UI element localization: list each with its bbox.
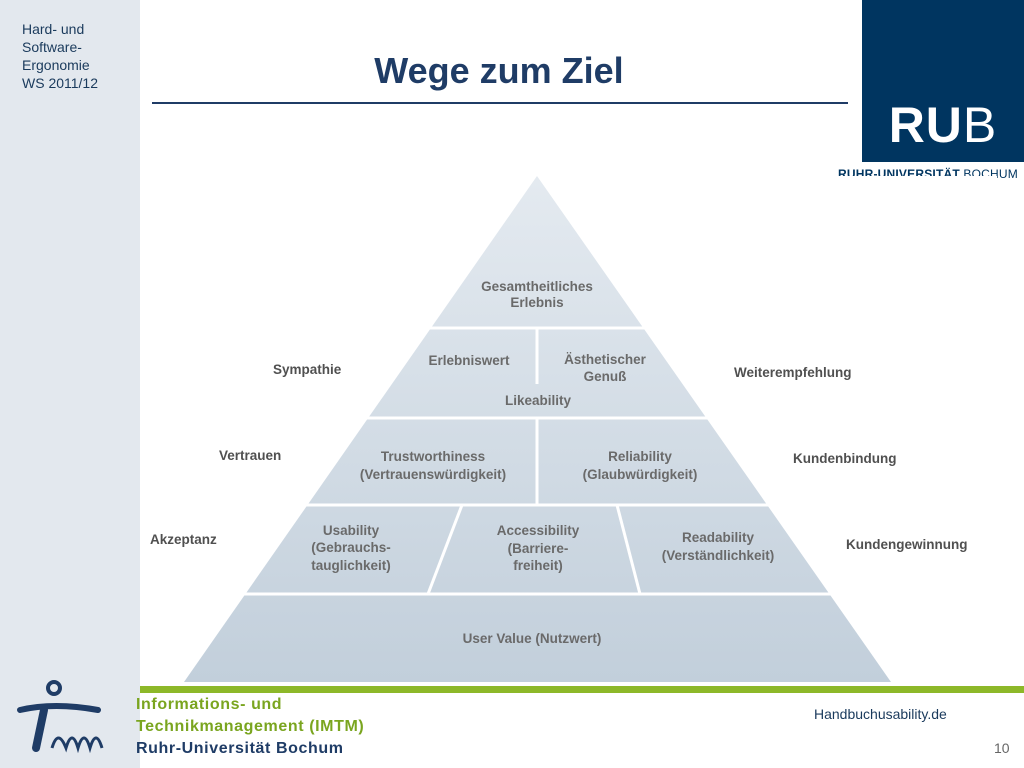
- course-line: Software-: [22, 39, 82, 55]
- footer-line3: Ruhr-Universität Bochum: [136, 740, 344, 757]
- accessibility-line1: Accessibility: [497, 523, 580, 538]
- rub-logo-bold: RU: [888, 97, 963, 153]
- user-value-label: User Value (Nutzwert): [463, 631, 602, 646]
- rub-logo-box: RUB: [862, 0, 1024, 162]
- footer-line2: Technikmanagement (IMTM): [136, 718, 365, 735]
- source-credit: Handbuchusability.de: [814, 706, 947, 722]
- top-level-line1: Gesamtheitliches: [481, 279, 593, 294]
- left-label-akzeptanz: Akzeptanz: [150, 532, 217, 547]
- course-line: Hard- und: [22, 21, 85, 37]
- accessibility-line3: freiheit): [513, 558, 563, 573]
- aesthetic-line2: Genuß: [584, 369, 627, 384]
- readability-line1: Readability: [682, 530, 755, 545]
- usability-line3: tauglichkeit): [311, 558, 391, 573]
- rub-logo: RUB: [862, 96, 1024, 154]
- reliability-line2: (Glaubwürdigkeit): [583, 467, 698, 482]
- usability-line1: Usability: [323, 523, 380, 538]
- aesthetic-line1: Ästhetischer: [564, 352, 647, 367]
- page-number: 10: [994, 740, 1010, 756]
- usability-line2: (Gebrauchs-: [311, 540, 391, 555]
- accessibility-line2: (Barriere-: [508, 541, 569, 556]
- left-label-vertrauen: Vertrauen: [219, 448, 281, 463]
- right-label-weiterempfehlung: Weiterempfehlung: [734, 365, 852, 380]
- footer-line1: Informations- und: [136, 696, 283, 713]
- left-panel: [0, 0, 140, 768]
- course-line: WS 2011/12: [22, 75, 99, 91]
- top-level-line2: Erlebnis: [510, 295, 563, 310]
- readability-line2: (Verständlichkeit): [662, 548, 775, 563]
- reliability-line1: Reliability: [608, 449, 672, 464]
- trustworthiness-line1: Trustworthiness: [381, 449, 485, 464]
- course-line: Ergonomie: [22, 57, 90, 73]
- erlebniswert-label: Erlebniswert: [428, 353, 510, 368]
- footer-green-bar: [140, 686, 1024, 693]
- trustworthiness-line2: (Vertrauenswürdigkeit): [360, 467, 506, 482]
- slide-title: Wege zum Ziel: [374, 50, 624, 91]
- title-underline: [152, 102, 848, 104]
- course-info: Hard- und Software- Ergonomie WS 2011/12: [22, 20, 132, 92]
- imtm-logo: [17, 680, 104, 754]
- right-label-kundenbindung: Kundenbindung: [793, 451, 896, 466]
- left-label-sympathie: Sympathie: [273, 362, 342, 377]
- pyramid-dividers: [243, 326, 831, 596]
- right-label-kundengewinnung: Kundengewinnung: [846, 537, 967, 552]
- footer-left-panel: [0, 686, 140, 768]
- likeability-label: Likeability: [505, 393, 572, 408]
- rub-logo-thin: B: [962, 97, 998, 153]
